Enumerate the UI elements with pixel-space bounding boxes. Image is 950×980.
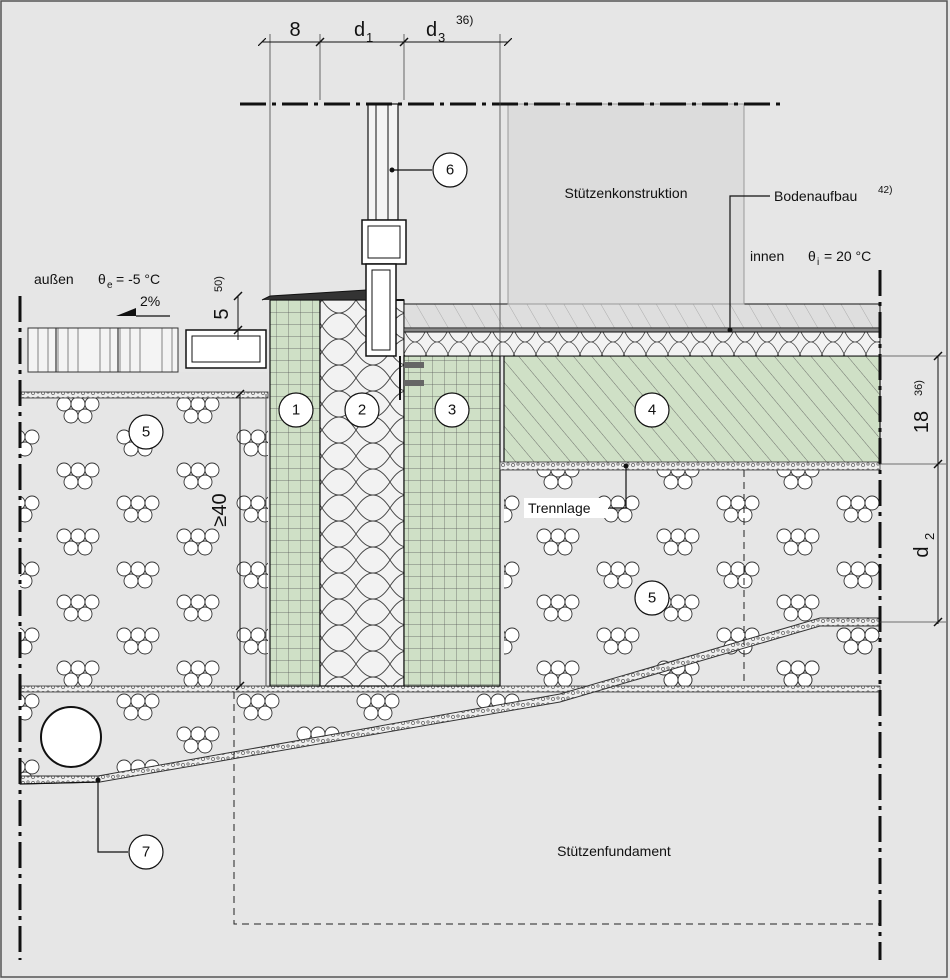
marker-2: 2 (344, 392, 380, 428)
svg-text:2: 2 (358, 402, 366, 419)
dimension-5: 5 (211, 308, 233, 319)
leader-dot (623, 463, 629, 469)
layer-4-floor-slab (503, 355, 881, 465)
column-foundation-label: Stützenfundament (557, 843, 671, 859)
theta-e-subscript: e (107, 280, 113, 291)
dimension-tick (233, 325, 243, 335)
paving-slabs (27, 327, 179, 373)
window-sill (261, 289, 367, 301)
gravel-layer-left (19, 391, 269, 399)
svg-text:6: 6 (446, 162, 454, 179)
svg-text:7: 7 (142, 844, 150, 861)
svg-text:3: 3 (448, 402, 456, 419)
svg-text:5: 5 (648, 590, 656, 607)
marker-7-leader (97, 780, 128, 853)
separating-layer-label-bg (524, 498, 608, 518)
dimension-d2: d (911, 546, 933, 557)
slope-label: 2% (140, 293, 160, 309)
dimension-tick (235, 389, 245, 399)
dimension-5-note: 50) (213, 276, 225, 292)
marker-5-right: 5 (634, 580, 670, 616)
marker-7: 7 (128, 834, 164, 870)
dimension-8: 8 (289, 19, 300, 41)
svg-text:1: 1 (292, 402, 300, 419)
floor-build-up-note: 42) (878, 185, 892, 196)
dimension-tick (933, 459, 943, 469)
separating-layer-label: Trennlage (528, 500, 591, 516)
drain-channel-inner (191, 335, 261, 363)
floor-insulation (403, 331, 881, 357)
leader-dot (727, 327, 733, 333)
floor-build-up-label: Bodenaufbau (774, 188, 857, 204)
dimension-18-note: 36) (913, 380, 925, 396)
theta-i-subscript: i (817, 257, 819, 268)
marker-5-left: 5 (128, 414, 164, 450)
dimension-d1-subscript: 1 (366, 30, 373, 45)
column-construction-label: Stützenkonstruktion (565, 185, 688, 201)
svg-text:5: 5 (142, 424, 150, 441)
gravel-layer-bottom (19, 685, 881, 693)
marker-1: 1 (278, 392, 314, 428)
layer-1-masonry (269, 299, 321, 687)
slope-arrow-icon (116, 308, 136, 316)
dimension-tick (235, 681, 245, 691)
floor-screed (403, 303, 881, 329)
dimension-d3-note: 36) (456, 13, 473, 27)
foundation-outline (19, 781, 101, 785)
separating-layer (499, 461, 881, 471)
separating-layer-leader (610, 466, 627, 509)
soil-lower (20, 622, 880, 782)
dimension-18: 18 (911, 411, 933, 433)
theta-i-symbol: θ (808, 248, 816, 264)
dimension-d3-subscript: 3 (438, 30, 445, 45)
dimension-min-40: ≥40 (209, 493, 231, 526)
dimension-tick (933, 351, 943, 361)
svg-text:4: 4 (648, 402, 656, 419)
drainage-pipe (40, 706, 102, 768)
dimension-tick (315, 37, 325, 47)
dimension-d2-subscript: 2 (922, 533, 937, 540)
window-element (361, 103, 424, 400)
leader-dot (95, 777, 101, 783)
leader-dot (389, 167, 395, 173)
floor-build-up-leader (729, 195, 770, 330)
theta-e-value: = -5 °C (116, 271, 160, 287)
layer-2-insulation (319, 299, 405, 687)
dimension-tick (399, 37, 409, 47)
theta-i-value: = 20 °C (824, 248, 871, 264)
outside-label: außen (34, 271, 74, 287)
dimension-tick (933, 617, 943, 627)
gravel-under-paving (20, 372, 268, 394)
floor-membrane (403, 327, 881, 333)
marker-4: 4 (634, 392, 670, 428)
theta-e-symbol: θ (98, 271, 106, 287)
dimension-d1: d (354, 19, 365, 41)
foundation-dashed (233, 692, 880, 925)
marker-6: 6 (432, 152, 468, 188)
inside-label: innen (750, 248, 784, 264)
dimension-tick (233, 291, 243, 301)
marker-3: 3 (434, 392, 470, 428)
dimension-d3: d (426, 19, 437, 41)
column-construction (507, 103, 745, 305)
